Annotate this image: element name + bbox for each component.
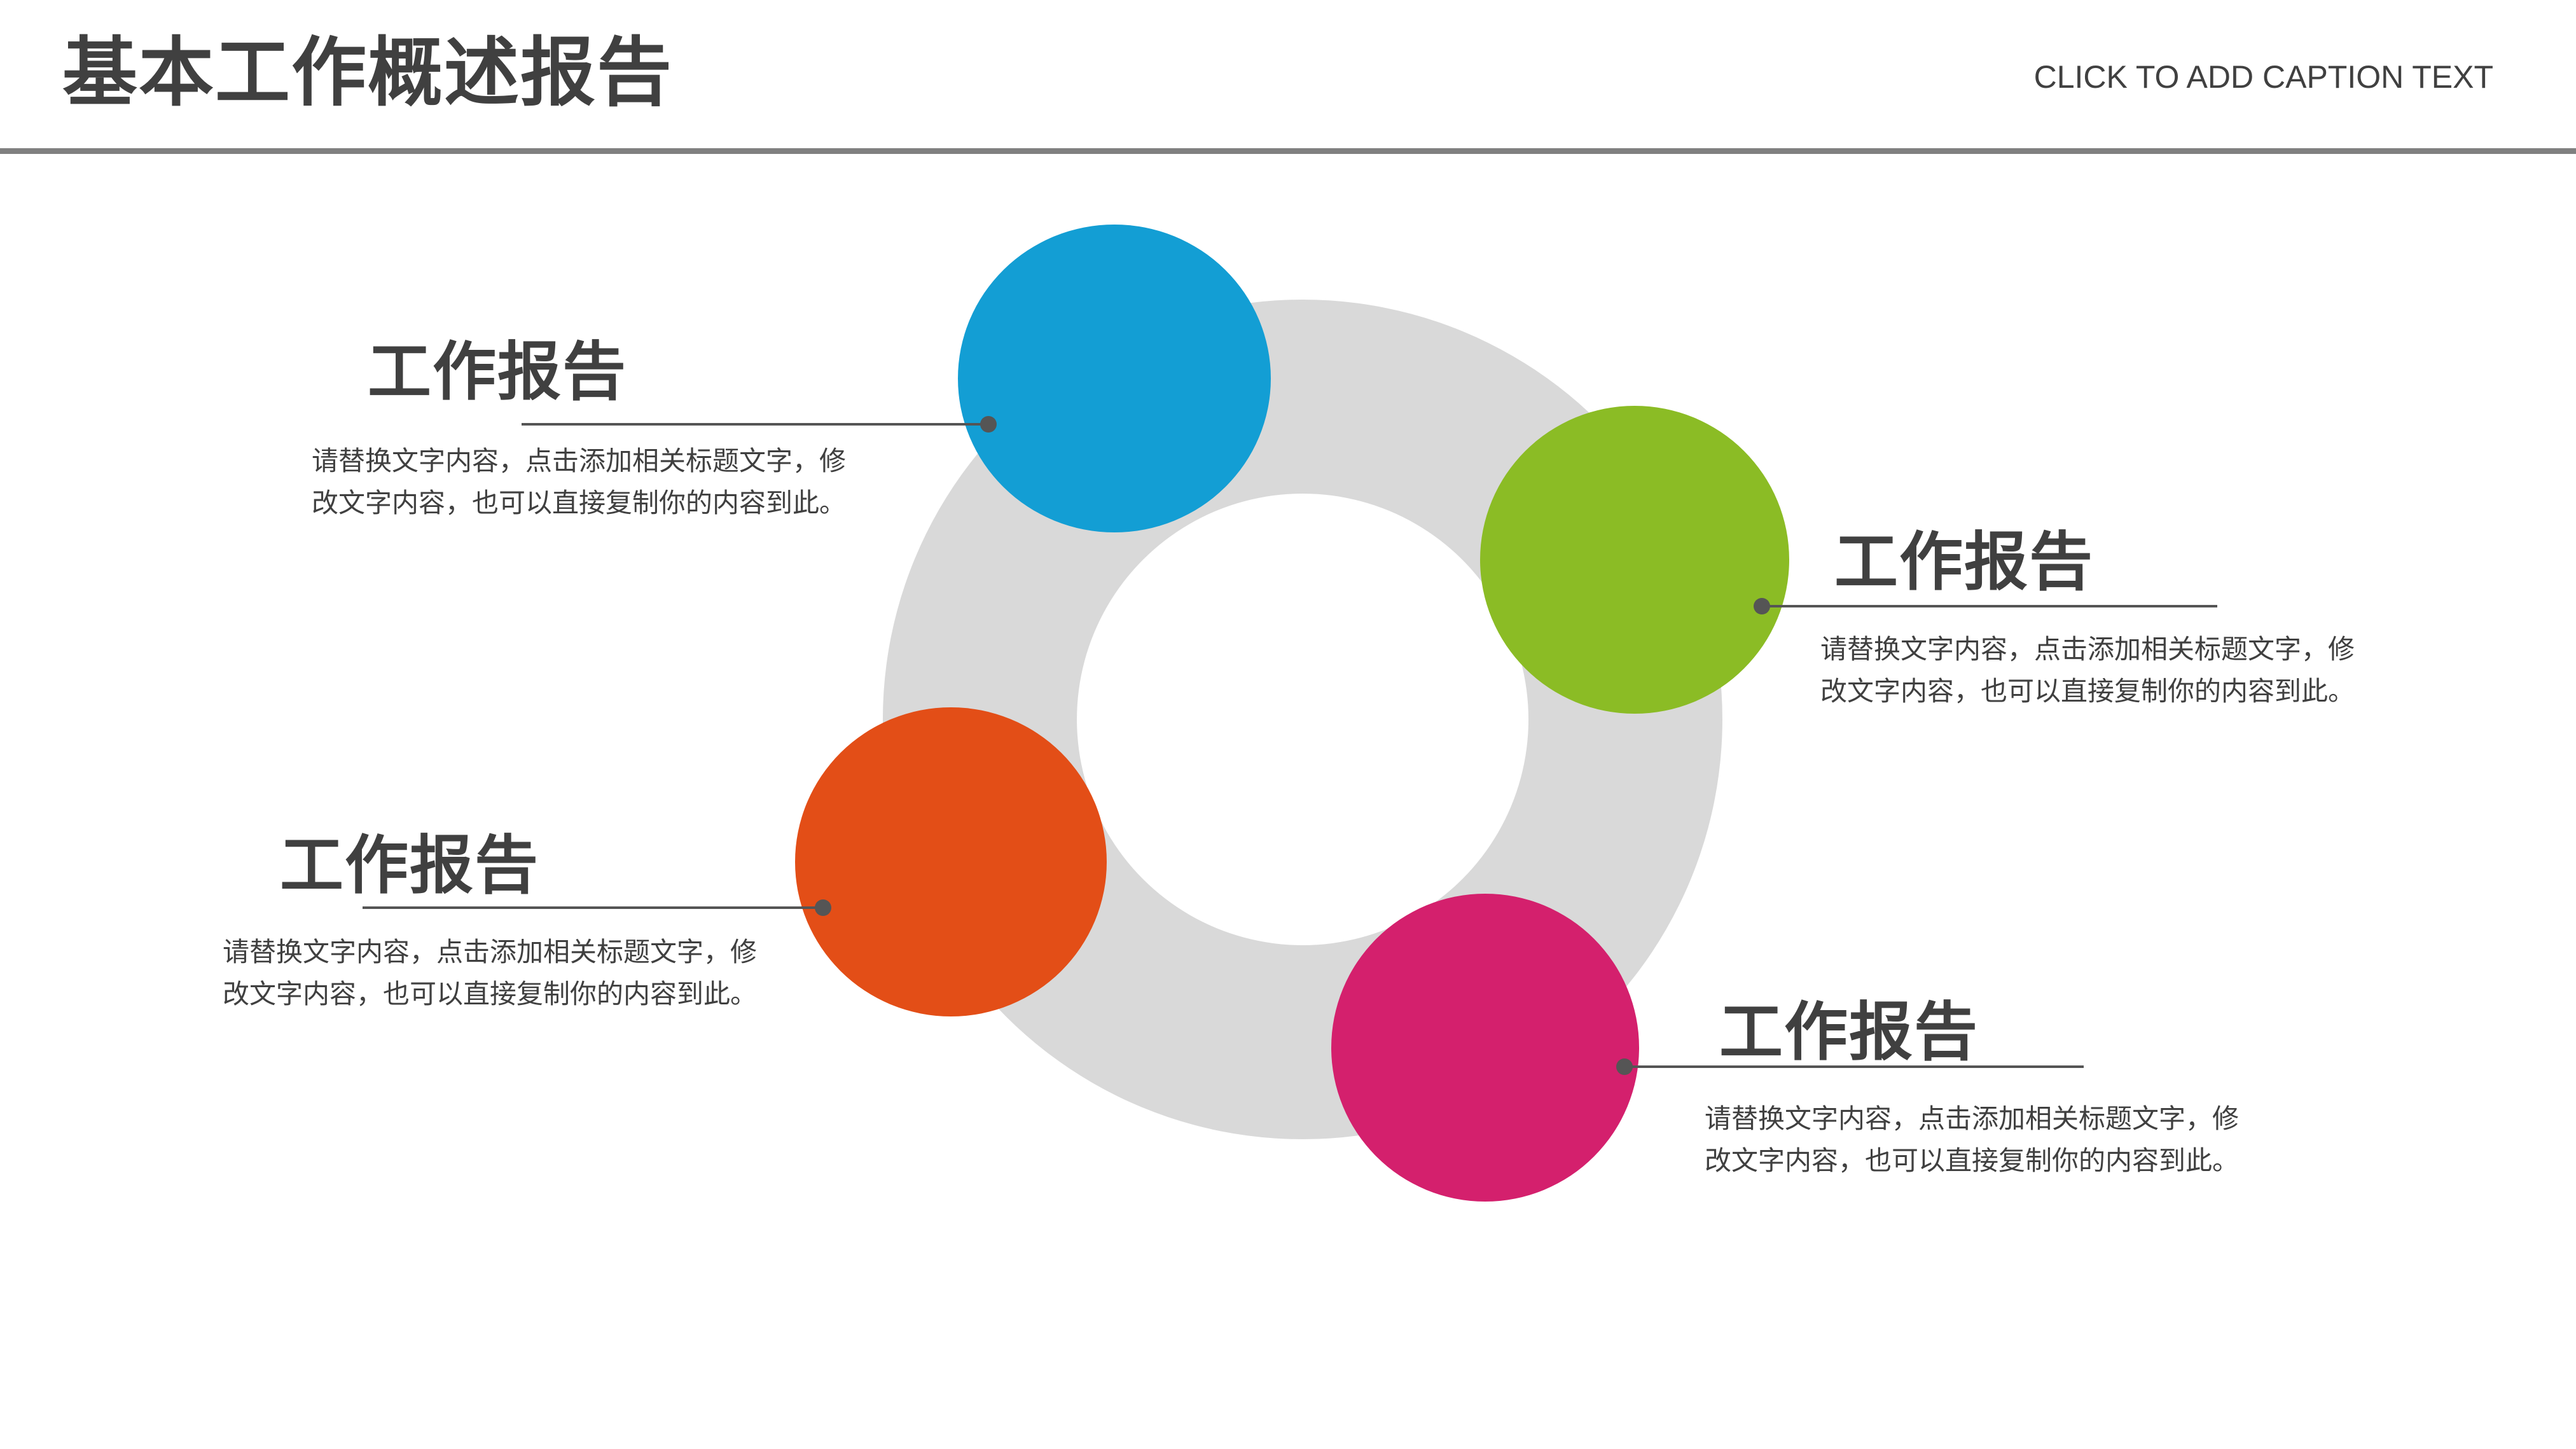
item-text-4-line-2: 改文字内容，也可以直接复制你的内容到此。 (1705, 1145, 2240, 1176)
item-text-1-line-1: 请替换文字内容，点击添加相关标题文字，修 (312, 445, 847, 476)
blue-circle[interactable] (958, 225, 1271, 532)
header-divider (0, 148, 2576, 154)
item-text-2-line-2: 改文字内容，也可以直接复制你的内容到此。 (1820, 676, 2355, 707)
magenta-circle[interactable] (1331, 894, 1639, 1202)
item-title-4[interactable]: 工作报告 (1719, 995, 1979, 1069)
connector-dot-3 (815, 899, 831, 916)
page-title: 基本工作概述报告 (62, 29, 674, 116)
item-text-1-line-2: 改文字内容，也可以直接复制你的内容到此。 (312, 487, 847, 518)
item-text-3-line-2: 改文字内容，也可以直接复制你的内容到此。 (223, 978, 758, 1009)
item-text-1[interactable]: 请替换文字内容，点击添加相关标题文字，修 改文字内容，也可以直接复制你的内容到此… (312, 440, 871, 524)
item-title-2[interactable]: 工作报告 (1834, 525, 2094, 599)
item-text-4[interactable]: 请替换文字内容，点击添加相关标题文字，修 改文字内容，也可以直接复制你的内容到此… (1705, 1098, 2264, 1182)
item-text-4-line-1: 请替换文字内容，点击添加相关标题文字，修 (1705, 1103, 2240, 1134)
connector-dot-1 (980, 416, 997, 433)
connector-dot-4 (1616, 1058, 1633, 1075)
caption-placeholder[interactable]: CLICK TO ADD CAPTION TEXT (2033, 59, 2493, 95)
item-text-2[interactable]: 请替换文字内容，点击添加相关标题文字，修 改文字内容，也可以直接复制你的内容到此… (1820, 628, 2380, 712)
green-circle[interactable] (1480, 406, 1789, 714)
item-text-3[interactable]: 请替换文字内容，点击添加相关标题文字，修 改文字内容，也可以直接复制你的内容到此… (223, 931, 782, 1015)
item-text-2-line-1: 请替换文字内容，点击添加相关标题文字，修 (1820, 634, 2355, 665)
connector-dot-2 (1754, 598, 1770, 614)
item-text-3-line-1: 请替换文字内容，点击添加相关标题文字，修 (223, 936, 758, 967)
orange-circle[interactable] (795, 707, 1107, 1016)
item-title-1[interactable]: 工作报告 (368, 335, 627, 409)
item-title-3[interactable]: 工作报告 (280, 828, 539, 903)
